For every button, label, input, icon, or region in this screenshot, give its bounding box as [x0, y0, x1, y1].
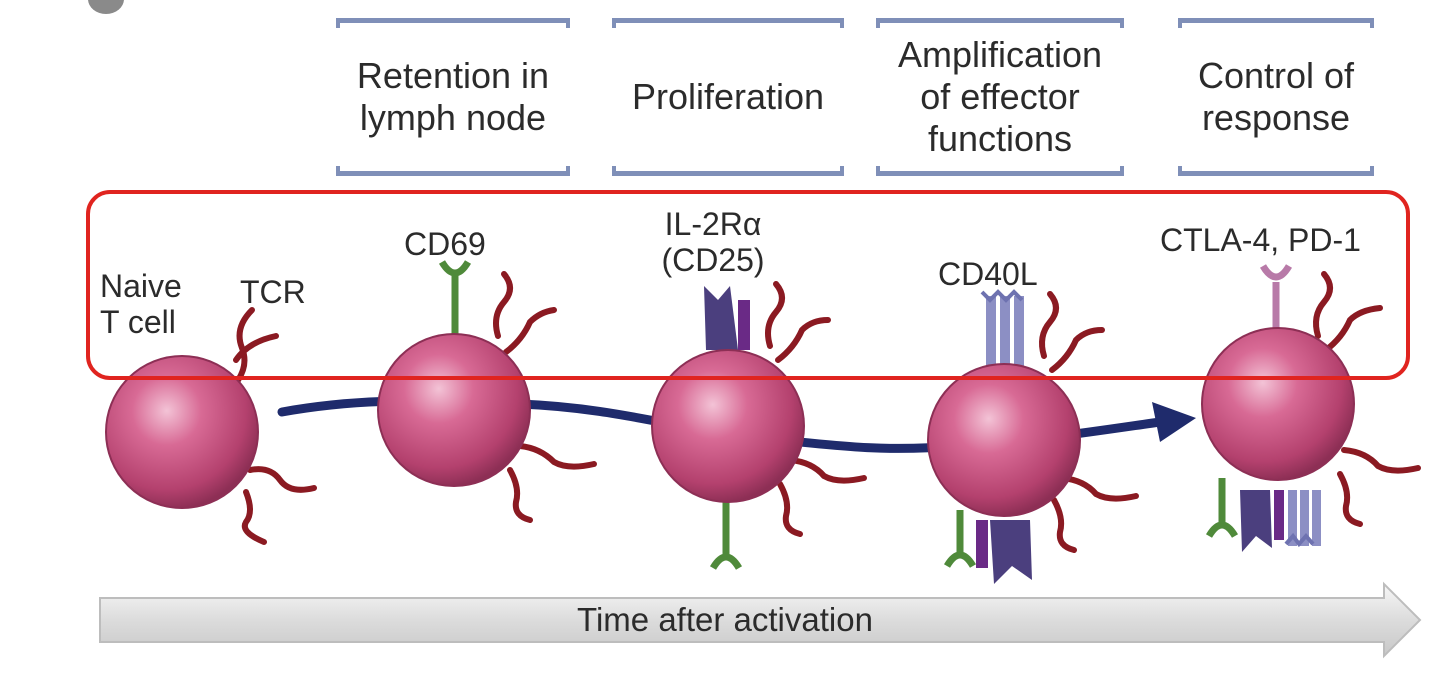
stage-header-text: Retention in lymph node — [356, 55, 550, 138]
label-cd69: CD69 — [404, 226, 486, 262]
stage-header-proliferation: Proliferation — [612, 18, 844, 176]
stage-header-text: Amplification of effector functions — [897, 34, 1103, 159]
stage-header-control: Control of response — [1178, 18, 1374, 176]
stage-header-text: Control of response — [1197, 55, 1355, 138]
cd69-t-cell — [377, 260, 597, 523]
label-tcr: TCR — [240, 274, 306, 310]
stage-header-retention: Retention in lymph node — [336, 18, 570, 176]
progression-arrowhead — [1152, 402, 1196, 442]
activated-t-cell — [1201, 264, 1421, 552]
cd40l-t-cell — [927, 289, 1139, 584]
timeline-arrow — [99, 581, 1422, 659]
corner-badge — [88, 0, 124, 14]
highlight-box — [86, 190, 1410, 380]
timeline-label: Time after activation — [577, 601, 873, 638]
label-naive-t-cell: Naive T cell — [100, 268, 182, 340]
il2r-t-cell — [651, 281, 867, 570]
stage-header-text: Proliferation — [631, 76, 825, 117]
label-il2r: IL-2Rα (CD25) — [661, 206, 765, 278]
label-ctla4-pd1: CTLA-4, PD-1 — [1160, 222, 1361, 258]
label-cd40l: CD40L — [938, 256, 1038, 292]
stage-header-amplification: Amplification of effector functions — [876, 18, 1124, 176]
